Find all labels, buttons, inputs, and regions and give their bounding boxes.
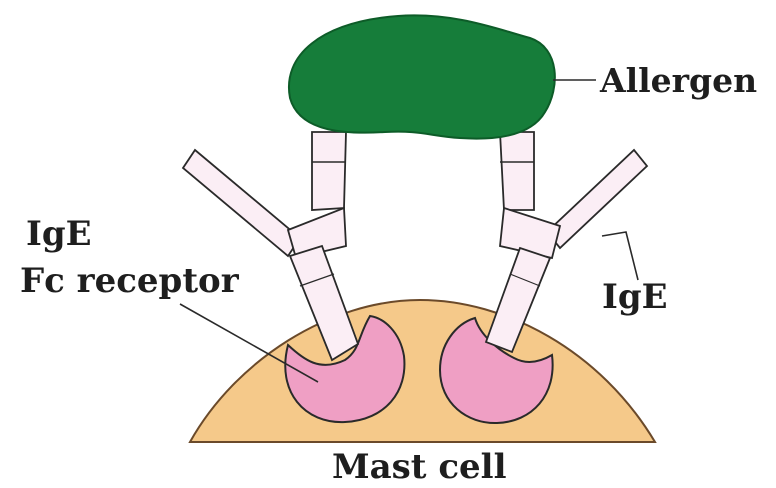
allergen-shape: [289, 15, 555, 138]
ige-antibody-right: [486, 132, 647, 352]
mast-cell-label: Mast cell: [332, 447, 507, 487]
allergen-label: Allergen: [599, 61, 757, 100]
ige-right-leader-line: [602, 232, 638, 280]
fc-receptor-label: Fc receptor: [20, 261, 240, 301]
ige-right-label: IgE: [602, 277, 668, 317]
mast-cell: [190, 300, 655, 442]
ige-left-label: IgE: [26, 214, 92, 254]
ige-antibody-left: [183, 132, 358, 360]
